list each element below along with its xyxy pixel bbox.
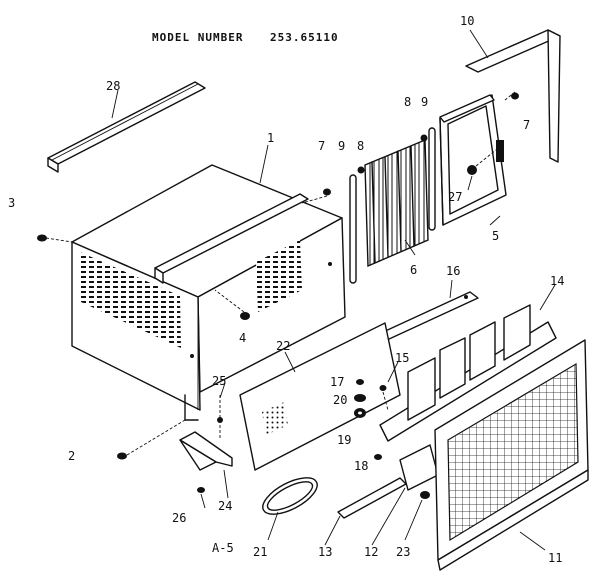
callout-14: 14 [550, 274, 564, 288]
part-18-screw [374, 454, 382, 460]
part-12-bracket [399, 444, 439, 491]
callout-4: 4 [239, 331, 246, 345]
callout-12: 12 [364, 545, 378, 559]
part-2-screw [117, 419, 186, 460]
callout-13: 13 [318, 545, 332, 559]
callout-27: 27 [448, 190, 462, 204]
callout-5: 5 [492, 229, 499, 243]
callout-10: 10 [460, 14, 474, 28]
part-15-screw [379, 385, 389, 411]
callout-26: 26 [172, 511, 186, 525]
callout-8-right: 8 [404, 95, 411, 109]
part-23-screw [420, 491, 430, 499]
callout-11: 11 [548, 551, 562, 565]
leader-lines [111, 29, 556, 551]
callout-2: 2 [68, 449, 75, 463]
callout-28: 28 [106, 79, 120, 93]
part-9-rod-right [428, 127, 436, 231]
callout-6: 6 [410, 263, 417, 277]
part-8-pin-left [357, 166, 365, 174]
figure-id: A-5 [212, 541, 234, 555]
part-20-washer [354, 394, 366, 402]
callout-18: 18 [354, 459, 368, 473]
part-25-screw [217, 395, 223, 440]
callout-8-left: 8 [357, 139, 364, 153]
callout-21: 21 [253, 545, 267, 559]
part-7-screw-left [301, 188, 331, 204]
part-1-cabinet [71, 164, 346, 421]
part-11-front-grille [434, 339, 589, 571]
callout-7-left: 7 [318, 139, 325, 153]
part-8-pin-right [420, 134, 428, 142]
callout-20: 20 [333, 393, 347, 407]
callout-16: 16 [446, 264, 460, 278]
part-3-screw [37, 234, 73, 243]
part-14-divider [379, 304, 557, 442]
callout-23: 23 [396, 545, 410, 559]
part-6-coil [364, 138, 429, 268]
model-number-value: 253.65110 [270, 31, 339, 44]
part-24-bracket [179, 431, 233, 471]
callout-labels: 1 2 3 4 5 6 7 7 8 8 9 9 10 11 12 13 14 1… [8, 14, 564, 565]
callout-25: 25 [212, 374, 226, 388]
callout-15: 15 [395, 351, 409, 365]
callout-24: 24 [218, 499, 232, 513]
part-19-nut [354, 408, 366, 418]
callout-19: 19 [337, 433, 351, 447]
callout-9-left: 9 [338, 139, 345, 153]
part-5-filter-frame [439, 94, 507, 226]
top-strip [439, 94, 495, 123]
part-10-l-rail [465, 29, 561, 163]
part-13-rod [337, 477, 407, 519]
part-26-screw [197, 487, 205, 493]
callout-7-right: 7 [523, 118, 530, 132]
callout-22: 22 [276, 339, 290, 353]
part-7-screw-right [504, 91, 519, 101]
part-21-gasket [262, 477, 318, 515]
part-22-panel [239, 322, 401, 471]
part-28-top-rail [47, 81, 206, 173]
model-number-label: MODEL NUMBER [152, 31, 243, 44]
callout-1: 1 [267, 131, 274, 145]
callout-17: 17 [330, 375, 344, 389]
part-4-screw [214, 289, 250, 320]
part-17-screw [356, 379, 364, 385]
callout-9-right: 9 [421, 95, 428, 109]
callout-3: 3 [8, 196, 15, 210]
part-27-screw [467, 149, 497, 175]
part-9-rod-left [349, 174, 357, 284]
